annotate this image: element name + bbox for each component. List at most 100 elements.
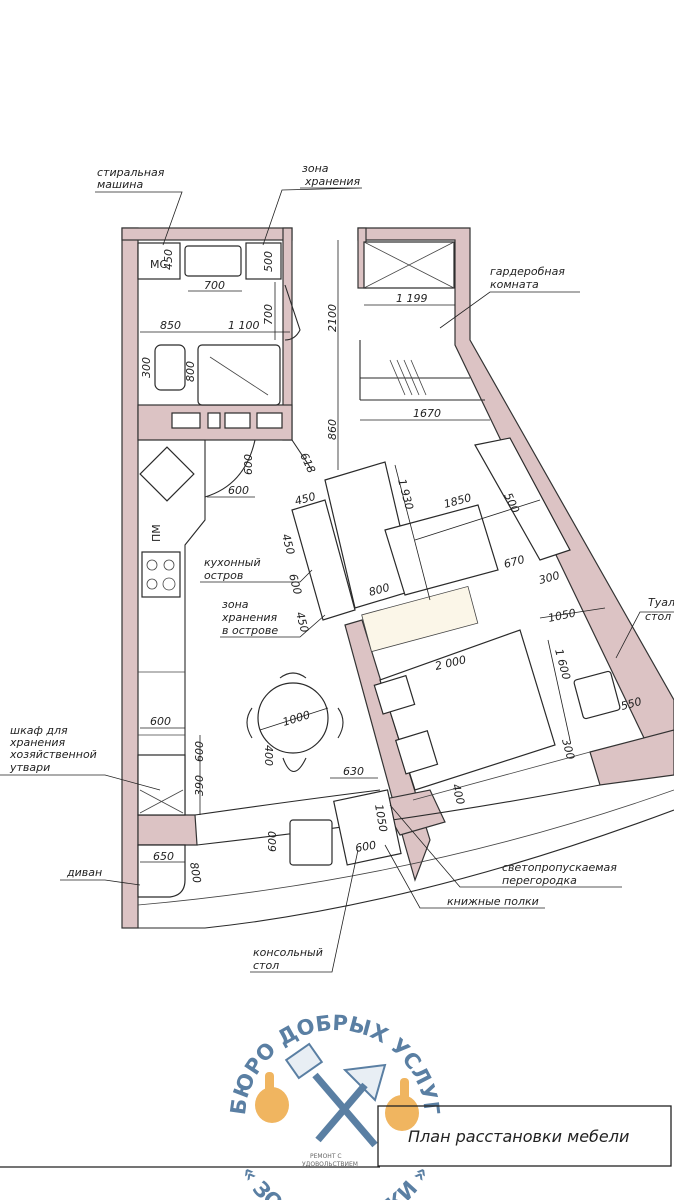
- dim-text: 800: [184, 361, 197, 382]
- armchair: [289, 819, 333, 866]
- dim-text: 450: [293, 610, 311, 634]
- bedroom: [373, 629, 621, 801]
- dim-text: 860: [326, 419, 339, 440]
- tv-console: [474, 437, 571, 561]
- chair: [282, 757, 307, 773]
- dim-text: 700: [204, 279, 225, 292]
- dining-table: [257, 682, 329, 754]
- pm-label: ПМ: [150, 524, 163, 542]
- chair: [279, 672, 307, 679]
- dim-text: 450: [279, 532, 297, 556]
- label-translucent-partition: перегородка: [502, 874, 577, 887]
- cooktop: [141, 551, 181, 598]
- corridor-edge: [291, 439, 313, 471]
- dim-text: 400: [449, 782, 467, 806]
- living-bottom-line: [194, 789, 381, 816]
- balcony-inner-line: [196, 784, 601, 846]
- sink: [184, 245, 242, 277]
- household-cabinet: [137, 754, 186, 816]
- label-island-storage: в острове: [222, 624, 278, 637]
- dim-text: 450: [293, 490, 317, 508]
- toilet: [154, 344, 186, 391]
- dim-text: 618: [297, 451, 318, 476]
- kitchen-door: [204, 439, 256, 498]
- label-household-cabinet: хранения: [9, 736, 66, 749]
- label-island-storage: хранения: [221, 611, 278, 624]
- bookshelves: [333, 789, 402, 866]
- ottoman: [384, 504, 499, 596]
- shower: [197, 344, 281, 406]
- drawing-title: План расстановки мебели: [408, 1127, 629, 1146]
- shelf-cell: [171, 412, 201, 429]
- washing-machine: [137, 242, 181, 280]
- nightstand: [373, 674, 416, 715]
- dim-text: 2100: [326, 304, 339, 332]
- dim-text: 600: [354, 839, 377, 855]
- kitchen-bottom-wall: [137, 814, 198, 846]
- label-console-table: консольный: [253, 946, 323, 959]
- label-console-table: стол: [253, 959, 279, 972]
- dim-text: 1050: [372, 803, 390, 833]
- shelf-cell: [256, 412, 283, 429]
- dimension-labels: 450 500 700 700 850 1 100 300 800 2100 8…: [140, 249, 643, 884]
- dim-text: 450: [162, 249, 175, 270]
- dim-text: 500: [262, 251, 275, 272]
- dimension-lines: [140, 240, 606, 863]
- chair: [246, 707, 253, 739]
- dim-text: 600: [150, 715, 171, 728]
- shower-drain-line: [209, 356, 269, 396]
- dim-text: 300: [559, 737, 577, 761]
- chair: [337, 707, 344, 739]
- shelf-cell: [224, 412, 251, 429]
- dim-text: 600: [242, 454, 255, 475]
- dim-text: 630: [343, 765, 364, 778]
- label-wardrobe-room: комната: [490, 278, 539, 291]
- nightstand: [394, 730, 439, 775]
- kitchen-sink: [139, 446, 195, 502]
- dim-text: 300: [537, 569, 561, 587]
- translucent-partition: [361, 585, 479, 653]
- dim-text: 300: [140, 357, 153, 378]
- dim-text: 800: [187, 861, 203, 884]
- dim-text: 800: [367, 581, 391, 599]
- label-dressing-table: Туал: [648, 596, 674, 609]
- logo-tagline: УДОВОЛЬСТВИЕМ: [302, 1161, 358, 1168]
- callout-leaders: [0, 187, 674, 973]
- logo-tagline: РЕМОНТ С: [310, 1153, 342, 1160]
- kitchen-island: [291, 499, 356, 621]
- dressing-chair: [573, 670, 621, 720]
- dim-text: 1 600: [552, 647, 573, 681]
- left-wall: [121, 227, 139, 929]
- storage-cabinet: [245, 242, 282, 280]
- label-kitchen-island: остров: [204, 569, 243, 582]
- trowel-icon: [315, 1063, 387, 1143]
- label-wardrobe-room: гардеробная: [490, 265, 565, 278]
- label-storage-zone: зона: [302, 162, 329, 175]
- mc-label: МС: [150, 258, 167, 271]
- kitchen: [137, 439, 256, 816]
- living-furniture: [137, 437, 571, 898]
- dim-text: 600: [266, 831, 279, 852]
- dim-text: 850: [160, 319, 181, 332]
- label-washing-machine: машина: [97, 178, 143, 191]
- bathroom: [137, 242, 301, 429]
- dim-text: 670: [502, 553, 526, 571]
- thumbs-up-icon: [385, 1078, 419, 1131]
- thumbs-up-icon: [255, 1072, 289, 1123]
- label-household-cabinet: хозяйственной: [9, 748, 97, 761]
- sofa-balcony: [137, 844, 186, 898]
- label-storage-zone: хранения: [304, 175, 361, 188]
- dim-text: 390: [193, 775, 206, 796]
- title-block: План расстановки мебели: [0, 1105, 672, 1168]
- shelf-cell: [207, 412, 221, 429]
- label-bookshelves: книжные полки: [447, 895, 539, 908]
- balcony-rail: [137, 789, 674, 906]
- dim-text: 1 930: [395, 477, 416, 511]
- label-household-cabinet: шкаф для: [10, 724, 68, 737]
- dim-text: 700: [262, 304, 275, 325]
- outlines: [137, 439, 674, 929]
- label-household-cabinet: утвари: [9, 761, 50, 774]
- dim-text: 1670: [413, 407, 441, 420]
- dim-text: 1 100: [228, 319, 260, 332]
